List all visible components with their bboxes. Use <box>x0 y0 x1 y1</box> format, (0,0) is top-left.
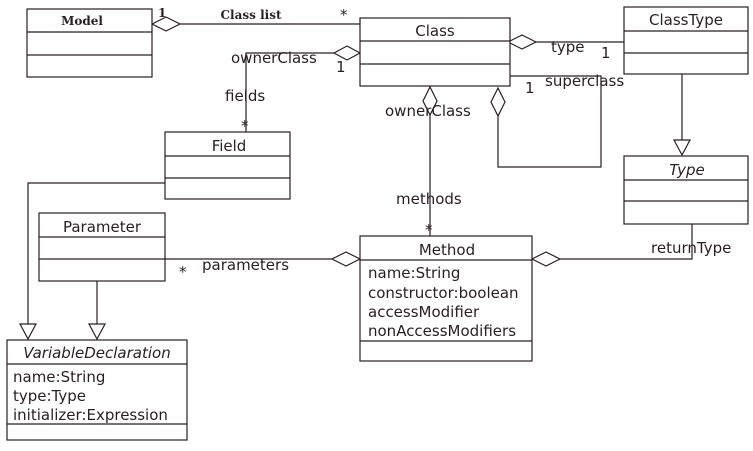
class-list-target-multiplicity: * <box>340 6 348 24</box>
classtype-class-box: ClassType <box>623 6 749 75</box>
parameter-class-box: Parameter <box>38 212 166 282</box>
variabledeclaration-attribute: name:String <box>13 368 105 386</box>
type-association-multiplicity: 1 <box>601 44 611 62</box>
field-class-box: Field <box>164 131 291 200</box>
method-owner-class-label: ownerClass <box>385 102 471 120</box>
model-class-box: Model <box>26 8 153 78</box>
class-list-aggregation-diamond <box>150 16 182 32</box>
field-class-name: Field <box>212 137 247 155</box>
variabledeclaration-attribute: type:Type <box>13 387 86 405</box>
class-class-box: Class <box>359 17 511 87</box>
methods-association-multiplicity: * <box>425 221 433 239</box>
parameters-association-multiplicity: * <box>179 263 187 281</box>
field-generalization-line <box>27 182 165 324</box>
method-attribute: name:String <box>368 264 460 282</box>
field-generalization-arrow <box>19 323 37 341</box>
class-list-source-multiplicity: 1 <box>158 6 166 20</box>
superclass-aggregation-diamond <box>490 86 506 118</box>
variabledeclaration-attribute: initializer:Expression <box>13 406 168 424</box>
classtype-class-name: ClassType <box>649 11 723 29</box>
parameters-aggregation-diamond <box>330 251 362 267</box>
methods-aggregation-diamond <box>422 85 438 117</box>
superclass-association-line <box>497 75 602 168</box>
type-association-label: type <box>551 38 585 56</box>
type-class-name: Type <box>669 161 705 179</box>
method-class-box: Method name:String constructor:boolean a… <box>359 235 533 362</box>
classtype-generalization-arrow <box>673 139 691 157</box>
return-type-association-label: returnType <box>651 239 731 257</box>
type-class-box: Type <box>623 155 749 225</box>
field-owner-class-multiplicity: 1 <box>336 58 346 76</box>
type-aggregation-diamond <box>506 34 538 50</box>
fields-association-label: fields <box>225 87 265 105</box>
fields-association-multiplicity: * <box>241 117 249 135</box>
model-class-name: Model <box>61 14 103 28</box>
method-attribute: constructor:boolean <box>368 284 519 302</box>
method-class-name: Method <box>419 241 475 259</box>
class-class-name: Class <box>415 22 455 40</box>
class-list-label: Class list <box>221 8 282 22</box>
method-attribute: accessModifier <box>368 303 480 321</box>
methods-association-label: methods <box>396 190 462 208</box>
superclass-association-label: superclass <box>545 72 624 90</box>
method-attribute: nonAccessModifiers <box>368 322 516 340</box>
return-type-association-line <box>560 224 693 260</box>
fields-association-line <box>245 52 334 132</box>
variabledeclaration-class-box: VariableDeclaration name:String type:Typ… <box>6 339 188 441</box>
parameter-class-name: Parameter <box>63 218 142 236</box>
field-owner-class-label: ownerClass <box>231 49 317 67</box>
variabledeclaration-class-name: VariableDeclaration <box>23 344 170 362</box>
return-type-aggregation-diamond <box>530 251 562 267</box>
parameters-association-label: parameters <box>202 256 289 274</box>
parameter-generalization-arrow <box>88 323 106 341</box>
superclass-association-multiplicity: 1 <box>525 79 535 97</box>
